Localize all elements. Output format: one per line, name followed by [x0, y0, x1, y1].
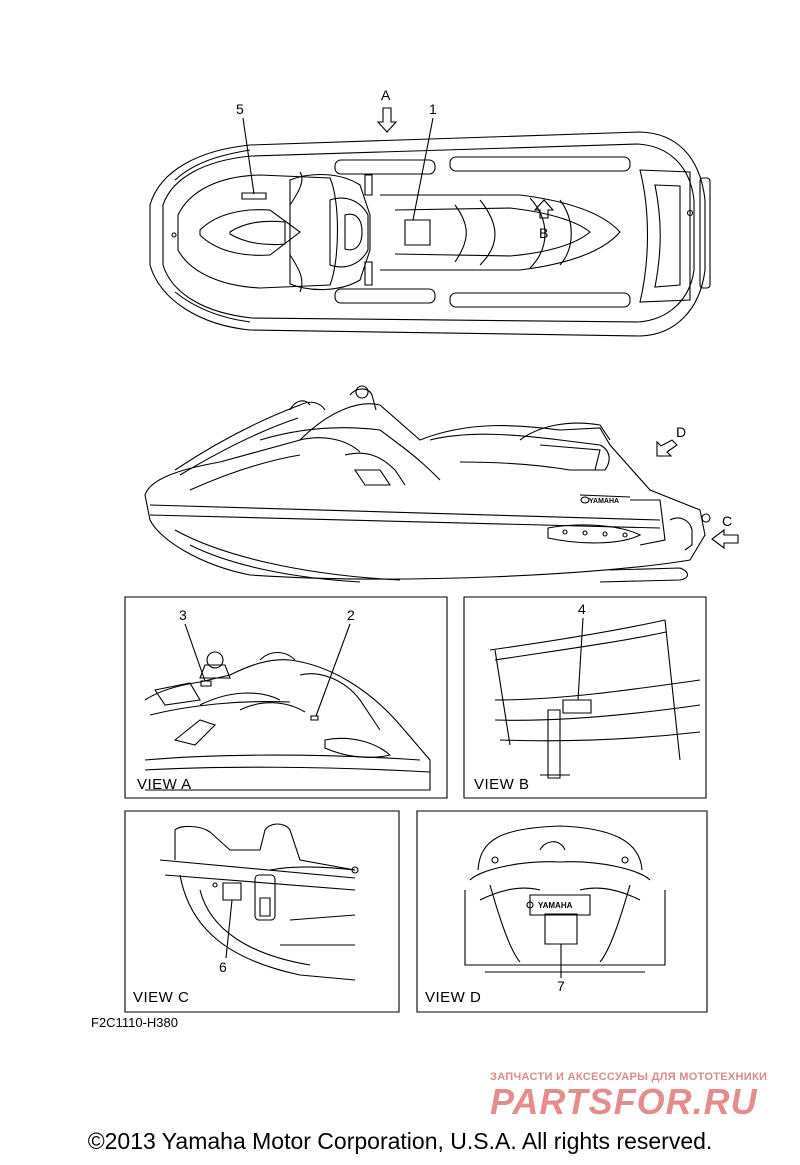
leader-line-2	[316, 624, 350, 716]
leader-line-4	[578, 618, 583, 700]
callout-2: 2	[347, 607, 355, 623]
view-c-panel	[125, 811, 399, 1012]
callout-5: 5	[236, 101, 244, 117]
arrow-b-label: B	[539, 225, 548, 241]
arrow-a-label: A	[381, 87, 391, 103]
callout-1: 1	[429, 101, 437, 117]
view-d-brand-mark: YAMAHA	[538, 901, 573, 910]
arrow-d-label: D	[676, 424, 686, 440]
callout-7: 7	[557, 978, 565, 994]
view-b-panel	[464, 597, 706, 798]
side-view-watercraft	[145, 386, 710, 582]
watermark-tagline: ЗАПЧАСТИ И АКСЕССУАРЫ ДЛЯ МОТОТЕХНИКИ	[490, 1071, 768, 1083]
leader-line-6	[226, 900, 232, 958]
leader-line-1	[413, 118, 433, 220]
callout-6: 6	[219, 959, 227, 975]
leader-line-3	[185, 624, 205, 681]
view-a-panel	[125, 597, 447, 798]
callout-4: 4	[578, 601, 586, 617]
view-d-panel	[417, 811, 707, 1012]
copyright-notice: ©2013 Yamaha Motor Corporation, U.S.A. A…	[87, 1128, 713, 1154]
side-brand-mark: YAMAHA	[589, 498, 619, 505]
leader-line-5	[243, 118, 254, 194]
watermark-logo: PARTSFOR.RU	[490, 1081, 758, 1122]
view-a-label: VIEW A	[137, 776, 192, 793]
view-c-label: VIEW C	[133, 989, 189, 1006]
view-d-label: VIEW D	[425, 989, 481, 1006]
arrow-d-indicator	[657, 440, 677, 456]
callout-3: 3	[179, 607, 187, 623]
arrow-c-label: C	[722, 513, 732, 529]
arrow-a-indicator	[378, 108, 396, 132]
view-b-label: VIEW B	[474, 776, 530, 793]
arrow-c-indicator	[712, 530, 738, 548]
arrow-b-indicator	[535, 200, 553, 218]
top-view-watercraft	[150, 132, 710, 336]
diagram-code: F2C1110-H380	[91, 1015, 178, 1030]
